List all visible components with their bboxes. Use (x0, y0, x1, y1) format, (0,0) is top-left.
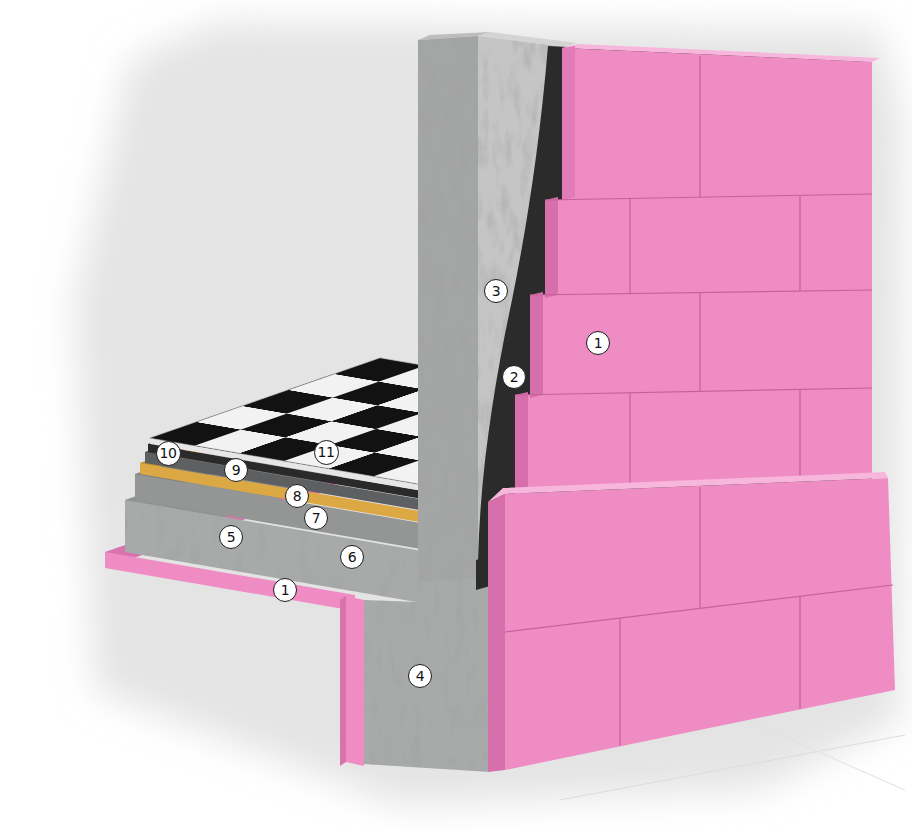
footing (364, 575, 490, 772)
board-edge (562, 46, 575, 200)
callout-number: 4 (416, 669, 424, 683)
callout-number: 3 (492, 284, 500, 298)
floor-layers (105, 358, 418, 611)
callout-circle: 1 (586, 331, 610, 355)
board-joint (619, 618, 620, 746)
callout-circle: 11 (314, 440, 339, 465)
xps-lower-top (488, 472, 888, 502)
board-joint (699, 487, 700, 608)
board-joints (505, 487, 893, 746)
callout-circle: 4 (408, 664, 432, 688)
board-edge (515, 392, 528, 495)
callout-circle: 2 (502, 365, 526, 389)
callout-number: 2 (510, 370, 518, 384)
xps-vertical-side (340, 596, 346, 766)
callout-number: 1 (281, 583, 289, 597)
callout-circle: 7 (304, 506, 328, 530)
callout-number: 1 (594, 336, 602, 350)
callout-number: 10 (160, 446, 177, 460)
background-shade (75, 22, 902, 805)
callout-circle: 9 (224, 458, 248, 482)
board-joint (799, 597, 800, 709)
board-joint (799, 390, 800, 482)
board-edge (530, 292, 543, 398)
waterproofing-edge (476, 556, 490, 590)
callout-number: 8 (293, 489, 301, 503)
tile-surface (150, 358, 418, 484)
callout-circle: 1 (273, 578, 297, 602)
callout-number: 6 (348, 550, 356, 564)
callout-circle: 6 (340, 545, 364, 569)
callout-circle: 10 (156, 441, 181, 466)
board-joint (799, 196, 800, 291)
callout-circle: 5 (219, 525, 243, 549)
board-edge (545, 197, 558, 298)
callout-circle: 3 (484, 279, 508, 303)
board-joint (545, 194, 872, 200)
board-joint (505, 585, 893, 632)
board-joint (699, 293, 700, 391)
callout-number: 7 (312, 511, 320, 525)
xps-vertical (346, 596, 364, 766)
callout-number: 11 (318, 445, 335, 459)
board-joints (515, 56, 872, 488)
board-joint (629, 198, 630, 293)
board-joint (515, 388, 872, 395)
callout-number: 5 (227, 530, 235, 544)
callout-number: 9 (232, 463, 240, 477)
board-joint (530, 290, 872, 295)
xps-lower (505, 478, 895, 770)
callout-circle: 8 (285, 484, 309, 508)
board-joint (629, 393, 630, 488)
wall-front (418, 36, 478, 582)
xps-lower-edge (488, 494, 505, 772)
board-joint (699, 56, 700, 197)
